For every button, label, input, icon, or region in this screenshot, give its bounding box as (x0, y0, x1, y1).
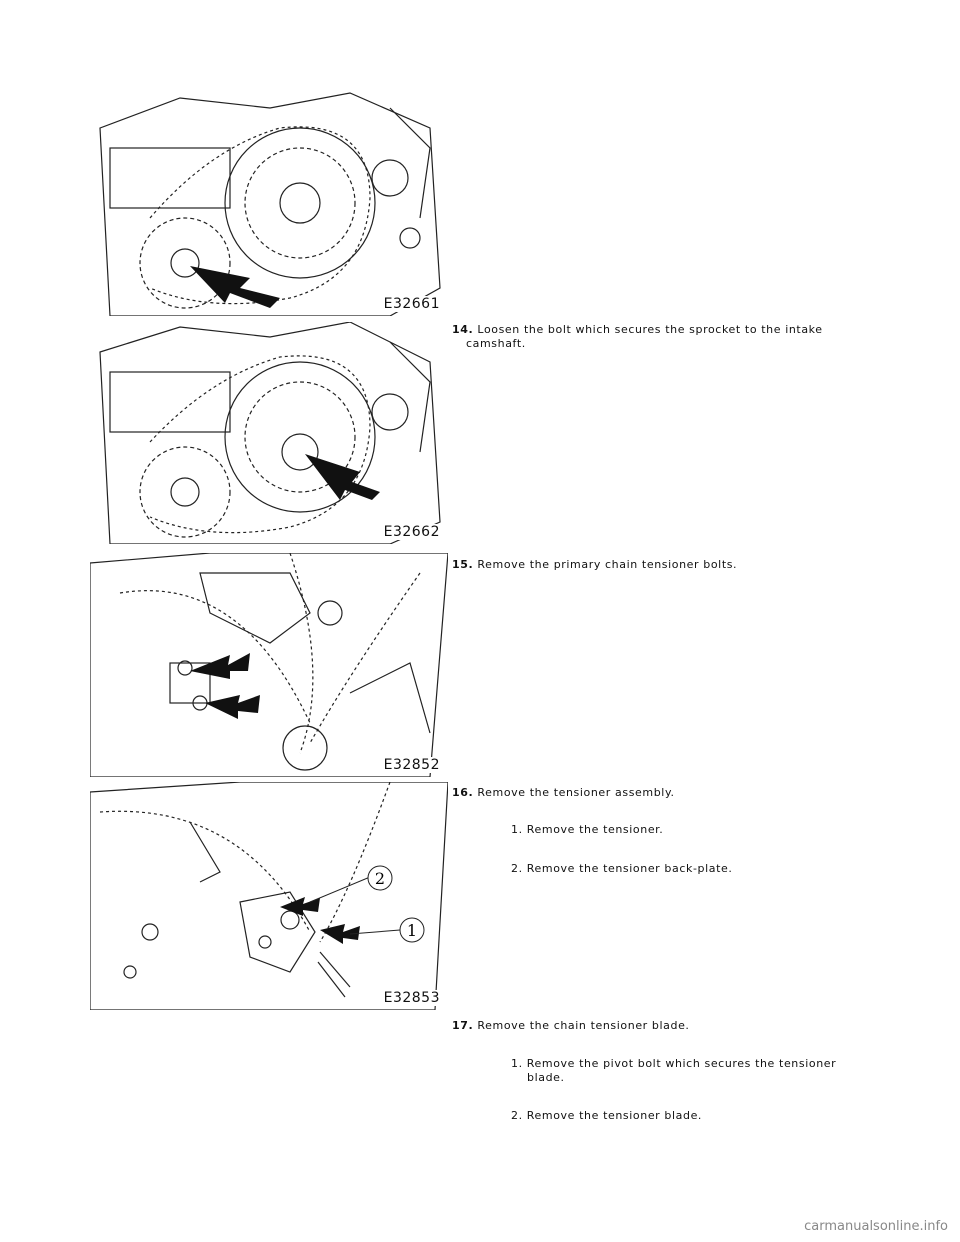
step-16: 16. Remove the tensioner assembly. (452, 786, 872, 800)
sub-step-text: 1. Remove the tensioner. (511, 823, 664, 836)
figure-label: E32853 (381, 990, 442, 1006)
step-number: 16. (452, 786, 474, 799)
chain-sprocket-exhaust-bolt-illustration (99, 92, 441, 316)
callout-1: 1 (407, 921, 417, 940)
step-number: 15. (452, 558, 474, 571)
figure-label: E32852 (381, 757, 442, 773)
figure-e32852: E32852 (90, 553, 448, 777)
step-text: Loosen the bolt which secures the sprock… (477, 323, 823, 336)
watermark: carmanualsonline.info (804, 1219, 948, 1234)
figure-e32662: E32662 (90, 322, 448, 544)
step-text: Remove the primary chain tensioner bolts… (477, 558, 738, 571)
primary-chain-tensioner-bolts-illustration (90, 553, 448, 777)
step-16-sub-2: 2. Remove the tensioner back-plate. (511, 862, 891, 876)
step-number: 17. (452, 1019, 474, 1032)
sub-step-text: 1. Remove the pivot bolt which secures t… (511, 1057, 837, 1070)
step-15: 15. Remove the primary chain tensioner b… (452, 558, 872, 572)
step-number: 14. (452, 323, 474, 336)
figure-e32661: E32661 (90, 88, 448, 316)
tensioner-assembly-illustration: 2 1 (90, 782, 448, 1010)
chain-sprocket-intake-bolt-illustration (99, 322, 441, 544)
step-14: 14. Loosen the bolt which secures the sp… (452, 323, 872, 351)
step-16-sub-1: 1. Remove the tensioner. (511, 823, 891, 837)
step-text: Remove the tensioner assembly. (477, 786, 675, 799)
sub-step-text-cont: blade. (527, 1071, 565, 1084)
step-17-sub-2: 2. Remove the tensioner blade. (511, 1109, 891, 1123)
sub-step-text: 2. Remove the tensioner blade. (511, 1109, 703, 1122)
step-text-cont: camshaft. (466, 337, 526, 350)
step-17: 17. Remove the chain tensioner blade. (452, 1019, 872, 1033)
figure-label: E32661 (381, 296, 442, 312)
figure-label: E32662 (381, 524, 442, 540)
callout-2: 2 (375, 869, 385, 888)
sub-step-text: 2. Remove the tensioner back-plate. (511, 862, 733, 875)
step-17-sub-1: 1. Remove the pivot bolt which secures t… (511, 1057, 891, 1085)
step-text: Remove the chain tensioner blade. (477, 1019, 690, 1032)
figure-e32853: 2 1 E32853 (90, 782, 448, 1010)
